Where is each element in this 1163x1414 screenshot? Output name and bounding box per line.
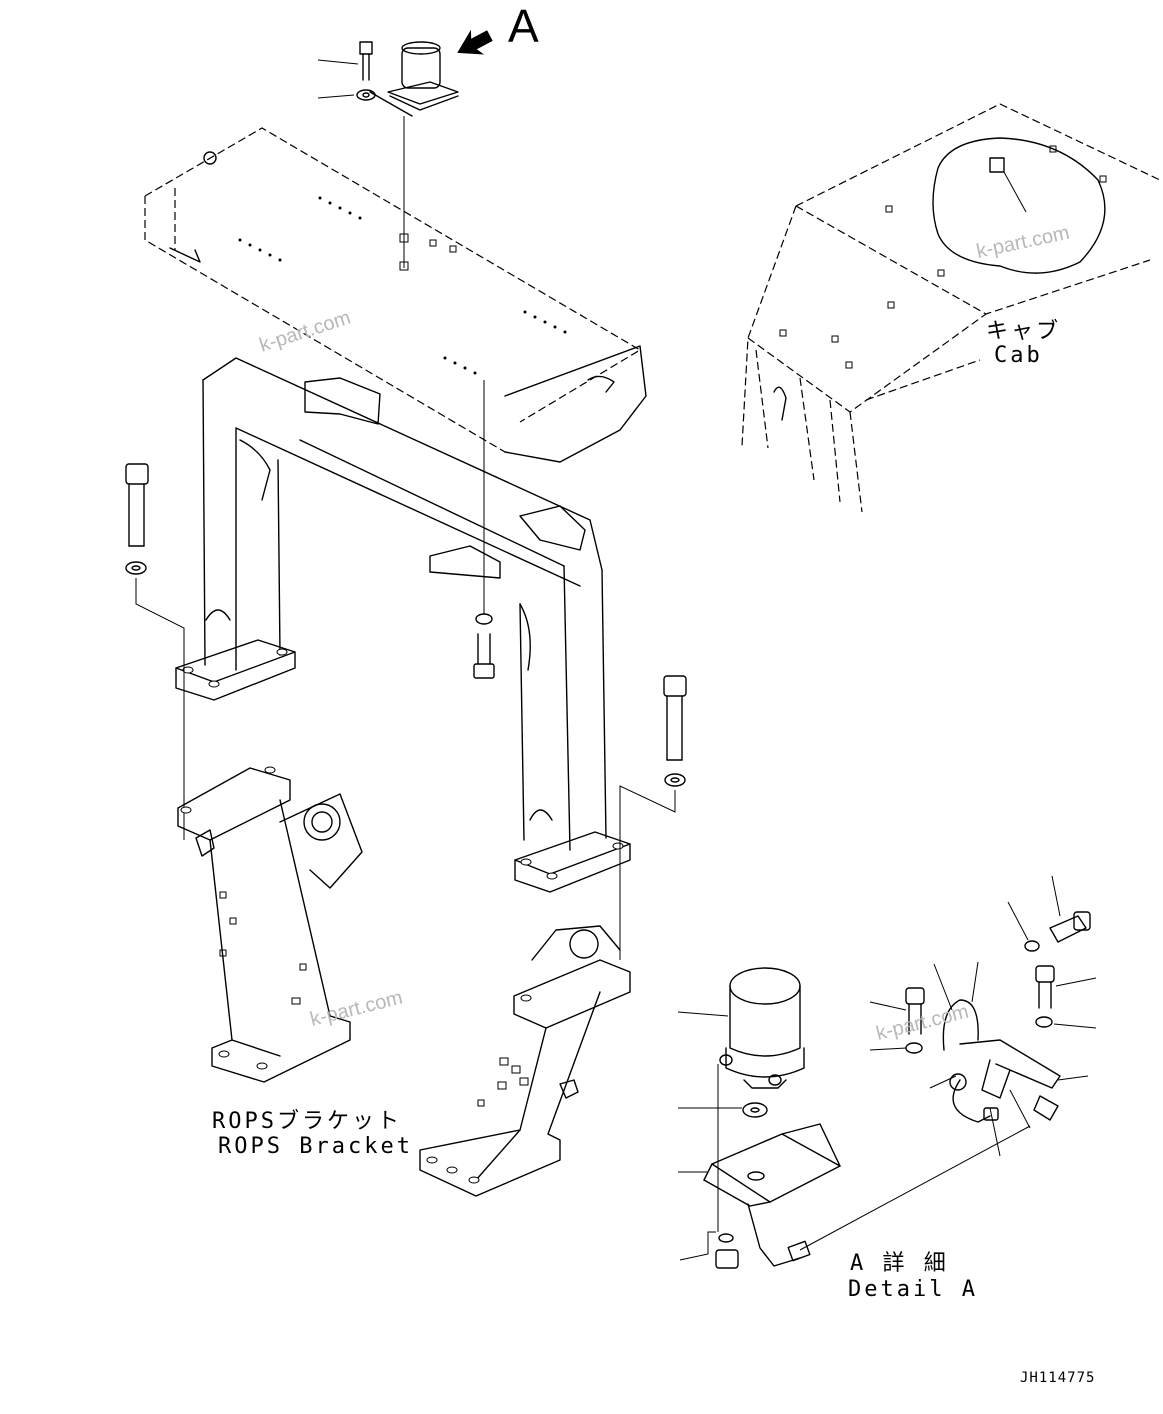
mounting-bracket-detail	[678, 1123, 841, 1267]
watermark-3: k-part.com	[308, 987, 405, 1031]
washer-nut-detail	[679, 1231, 739, 1269]
beacon-lamp-top	[369, 41, 459, 117]
bolt-left	[125, 463, 185, 840]
bolt-detail-c	[1007, 875, 1091, 952]
bolt-detail-b	[1035, 965, 1097, 1029]
cab-label-en: Cab	[994, 343, 1043, 368]
rops-left-foot	[175, 639, 296, 701]
bolt-middle	[473, 613, 495, 679]
view-a-marker: A	[508, 0, 539, 52]
cab-outline	[741, 103, 1161, 513]
detail-a-label-en: Detail A	[848, 1277, 978, 1302]
leader-lines-detail	[929, 961, 1089, 1157]
rops-right-foot	[514, 831, 631, 893]
rops-bracket-left	[177, 766, 363, 1083]
rops-bracket-label-en: ROPS Bracket	[218, 1134, 413, 1159]
watermark-1: k-part.com	[257, 307, 354, 357]
rops-frame	[202, 357, 607, 851]
bolt-detail-a	[869, 987, 925, 1054]
bolt-top	[317, 41, 373, 81]
relay-harness-detail	[942, 999, 1061, 1123]
rops-bracket-label-jp: ROPSブラケット	[212, 1109, 402, 1134]
bolt-right	[619, 675, 687, 960]
watermark-2: k-part.com	[974, 222, 1071, 263]
cab-label-jp: キャブ	[986, 319, 1061, 344]
view-a-arrow	[457, 29, 493, 55]
detail-a-label-jp: A 詳 細	[850, 1251, 949, 1276]
watermark-4: k-part.com	[874, 1001, 971, 1045]
washer-top	[317, 89, 376, 101]
rops-bracket-right	[419, 925, 631, 1197]
drawing-id: JH114775	[1020, 1370, 1095, 1386]
canopy-roof	[144, 127, 647, 463]
beacon-lamp-detail	[677, 967, 805, 1089]
grommet-detail	[678, 1102, 768, 1118]
